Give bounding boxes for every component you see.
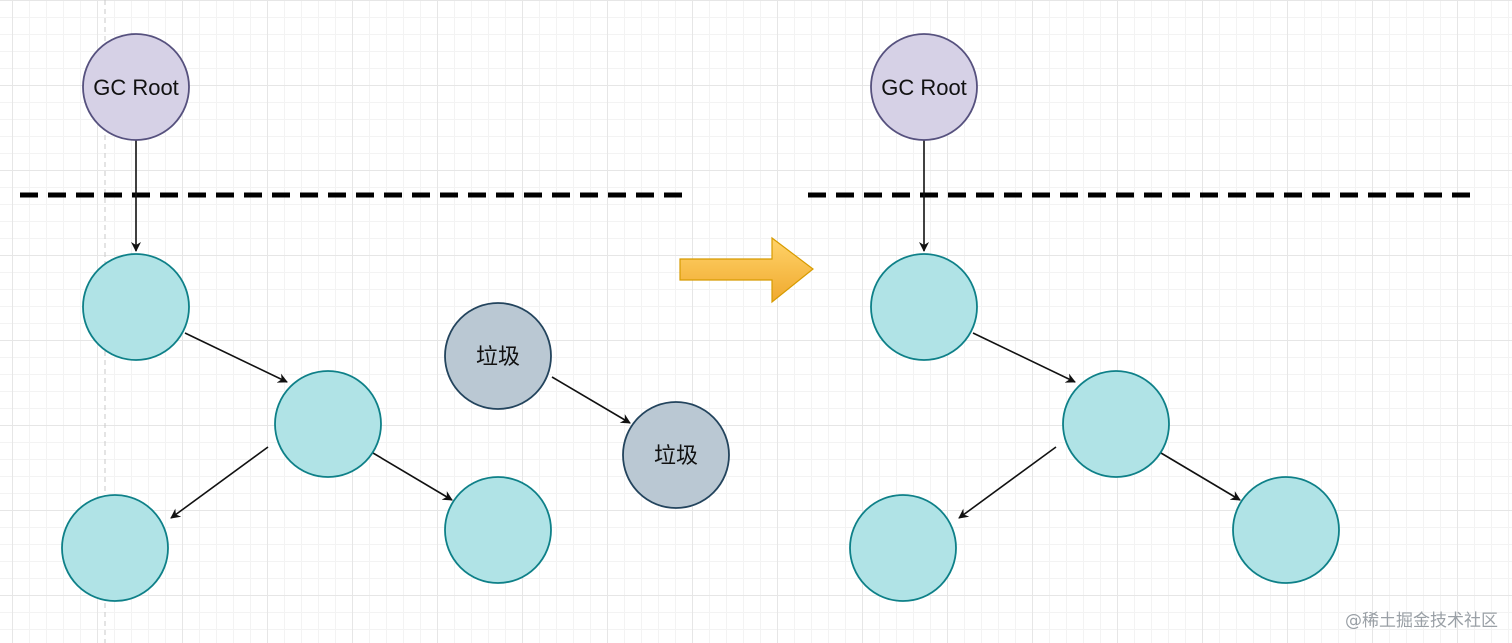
before-gc-panel: GC Root 垃圾 垃圾 [61, 33, 730, 602]
transition-arrow-icon [679, 236, 814, 304]
edge-live-to-live [972, 332, 1076, 383]
garbage-node [622, 401, 730, 509]
edge-live-to-live [184, 332, 288, 383]
gc-root-label: GC Root [881, 75, 967, 100]
gc-root-node [870, 33, 978, 141]
gc-root-node [82, 33, 190, 141]
garbage-node [444, 302, 552, 410]
live-object-node [274, 370, 382, 478]
live-object-node [82, 253, 190, 361]
edge-live-to-leaf-left [170, 446, 269, 519]
edge-garbage-to-garbage [551, 376, 631, 424]
garbage-label: 垃圾 [476, 344, 520, 369]
gc-root-label: GC Root [93, 75, 179, 100]
live-object-node [1062, 370, 1170, 478]
live-object-node [870, 253, 978, 361]
garbage-label: 垃圾 [654, 443, 698, 468]
live-object-node [61, 494, 169, 602]
watermark: @稀土掘金技术社区 [1345, 611, 1498, 631]
edge-live-to-leaf-left [958, 446, 1057, 519]
live-object-node [444, 476, 552, 584]
after-gc-panel: GC Root [849, 33, 1340, 602]
edge-live-to-leaf-right [372, 452, 453, 501]
edge-live-to-leaf-right [1160, 452, 1241, 501]
live-object-node [1232, 476, 1340, 584]
live-object-node [849, 494, 957, 602]
